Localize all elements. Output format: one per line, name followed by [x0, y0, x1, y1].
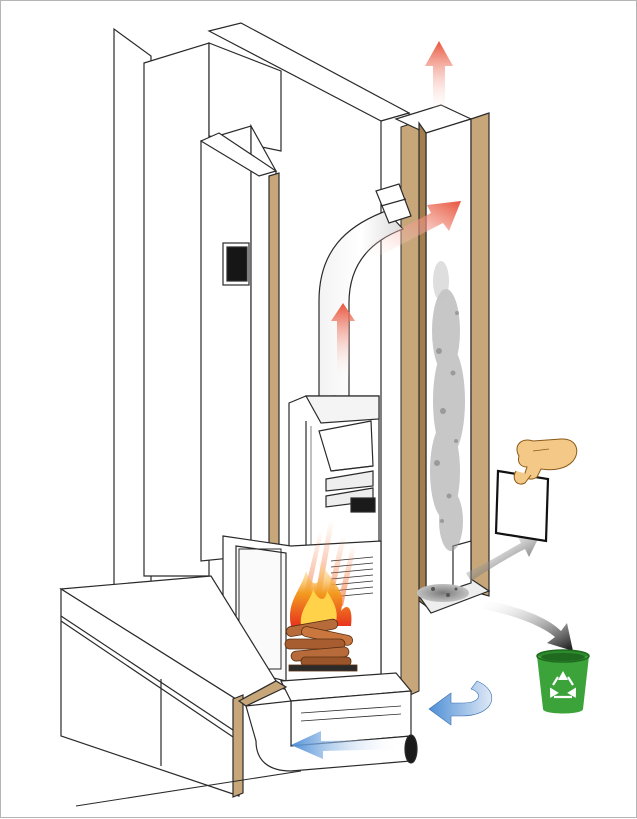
hand-icon — [513, 438, 578, 485]
wood-logs — [284, 618, 358, 672]
back-walls — [113, 22, 411, 702]
hot-air-arrow-icon — [331, 303, 355, 381]
smoke-soot-texture — [430, 261, 465, 551]
recycle-bin-icon — [536, 649, 590, 714]
fire-flames — [289, 561, 352, 626]
hot-air-arrow-icon — [361, 201, 461, 259]
cold-air-arrow-icon — [291, 731, 401, 759]
recycle-symbol-icon — [550, 671, 576, 699]
cold-air-arrow-icon — [428, 680, 493, 726]
ash-flow-arrow-icon — [481, 599, 573, 651]
hot-air-arrow-icon — [425, 41, 453, 116]
ash-pile — [417, 584, 469, 602]
air-intake-duct — [245, 700, 418, 772]
vent-grille — [226, 246, 248, 282]
front-cladding-column — [199, 123, 280, 562]
bench-base — [59, 575, 302, 807]
ash-flow-arrow-icon — [466, 535, 539, 581]
